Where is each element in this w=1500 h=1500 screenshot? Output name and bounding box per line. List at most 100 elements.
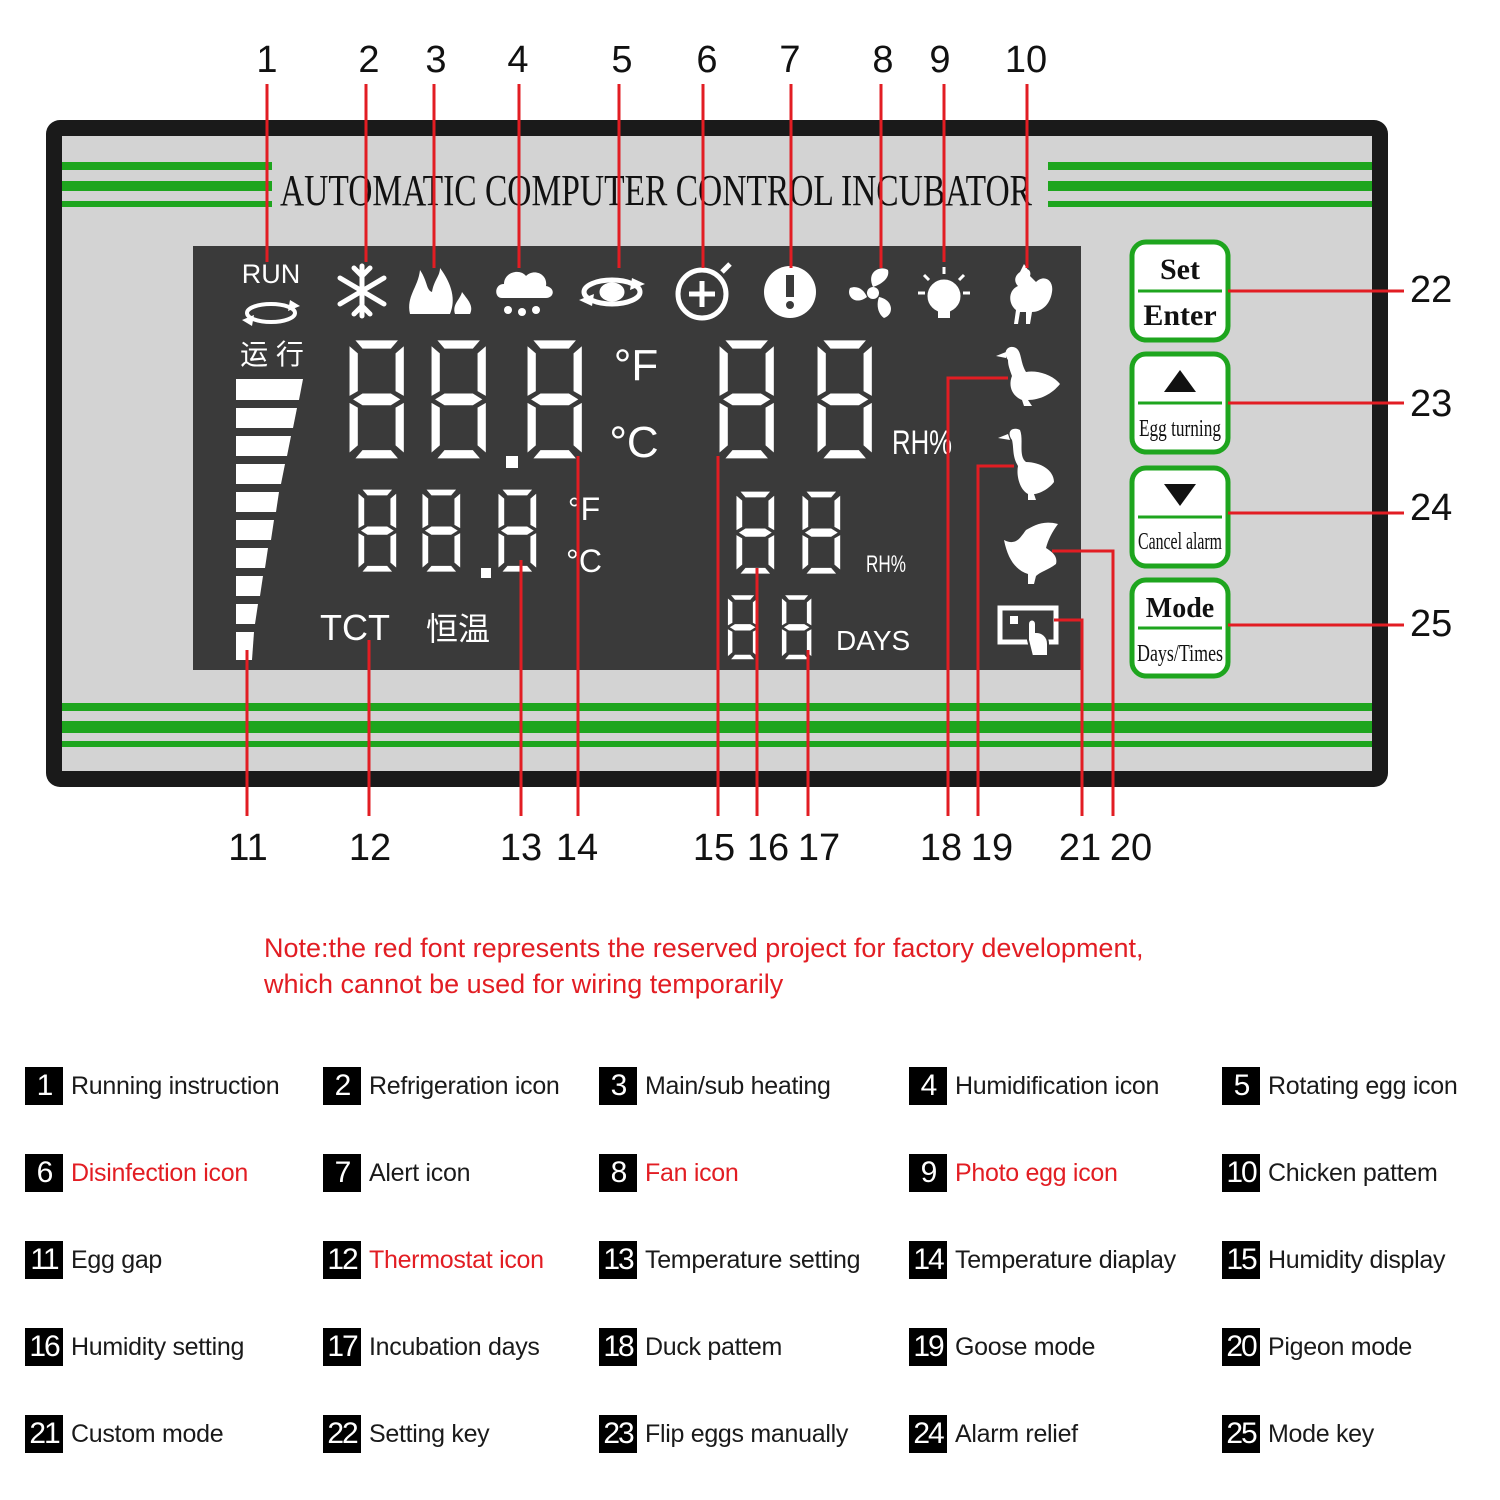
snowflake-icon (337, 263, 387, 319)
egg-rotation-icon (579, 277, 645, 307)
note-line-2: which cannot be used for wiring temporar… (264, 969, 784, 999)
legend-item-2: 2 Refrigeration icon (323, 1066, 560, 1106)
plus-circle-icon (675, 262, 732, 321)
legend-number: 19 (909, 1328, 947, 1366)
legend-item-18: 18 Duck pattem (599, 1327, 782, 1367)
legend-item-21: 21 Custom mode (25, 1414, 224, 1454)
legend-number: 25 (1222, 1415, 1260, 1453)
legend: 1 Running instruction 2 Refrigeration icon 3… (25, 1066, 1500, 1486)
temperature-setting-display (358, 489, 537, 578)
legend-label: Humidification icon (955, 1071, 1160, 1100)
days-times-label: Days/Times (1137, 641, 1223, 667)
set-enter-button[interactable]: Set Enter (1129, 239, 1231, 343)
legend-number: 8 (599, 1154, 637, 1192)
legend-item-23: 23 Flip eggs manually (599, 1414, 848, 1454)
run-cn-label: 运 行 (240, 339, 304, 370)
lamp-icon (918, 267, 970, 318)
rooster-icon (1010, 264, 1053, 324)
rotate-arrows-icon (242, 300, 300, 326)
legend-label: Main/sub heating (645, 1071, 831, 1100)
callout-11: 11 (228, 827, 267, 869)
flame-icon (409, 268, 472, 314)
note-line-1: Note:the red font represents the reserve… (264, 933, 1144, 963)
legend-label: Incubation days (369, 1332, 540, 1361)
legend-number: 15 (1222, 1241, 1260, 1279)
callout-18: 18 (920, 827, 962, 869)
legend-number: 23 (599, 1415, 637, 1453)
callout-8: 8 (872, 39, 893, 81)
legend-number: 24 (909, 1415, 947, 1453)
run-label: RUN (242, 259, 301, 289)
legend-label: Temperature setting (645, 1245, 861, 1274)
fan-icon (849, 268, 891, 318)
callout-12: 12 (349, 827, 391, 869)
legend-item-3: 3 Main/sub heating (599, 1066, 831, 1106)
legend-label: Refrigeration icon (369, 1071, 560, 1100)
pigeon-icon (1004, 522, 1058, 584)
legend-label: Duck pattem (645, 1332, 783, 1361)
legend-label: Rotating egg icon (1268, 1071, 1458, 1100)
legend-item-8: 8 Fan icon (599, 1153, 739, 1193)
legend-item-25: 25 Mode key (1222, 1414, 1374, 1454)
mode-button[interactable]: Mode Days/Times (1129, 577, 1231, 679)
legend-number: 11 (25, 1241, 63, 1279)
callout-17: 17 (798, 827, 840, 869)
duck-icon (996, 346, 1060, 406)
legend-label: Setting key (369, 1419, 490, 1448)
legend-item-11: 11 Egg gap (25, 1240, 162, 1280)
callout-lines (245, 84, 1404, 816)
cancel-alarm-label: Cancel alarm (1138, 529, 1222, 555)
legend-label: Mode key (1268, 1419, 1374, 1448)
legend-number: 20 (1222, 1328, 1260, 1366)
days-label: DAYS (836, 625, 910, 656)
legend-label: Humidity setting (71, 1332, 245, 1361)
callout-6: 6 (696, 39, 717, 81)
lcd-screen (193, 246, 1081, 670)
callout-19: 19 (971, 827, 1013, 869)
humidity-setting-unit: RH% (866, 551, 906, 578)
cancel-alarm-button[interactable]: Cancel alarm (1129, 465, 1231, 569)
callout-25: 25 (1410, 603, 1452, 645)
incubator-panel-diagram: AUTOMATIC COMPUTER CONTROL INCUBATOR RUN… (46, 39, 1452, 869)
legend-label: Humidity display (1268, 1245, 1446, 1274)
note: Note:the red font represents the reserve… (264, 930, 1364, 1002)
legend-label: Flip eggs manually (645, 1419, 849, 1448)
legend-number: 21 (25, 1415, 63, 1453)
top-stripes (62, 162, 1372, 207)
egg-gap-bar (236, 379, 303, 660)
callout-numbers: 1 2 3 4 5 6 7 8 9 10 11 12 13 14 15 16 1… (228, 39, 1452, 869)
legend-label: Temperature diaplay (955, 1245, 1176, 1274)
callout-21: 21 (1059, 827, 1101, 869)
set-temp-unit-c: °C (566, 543, 602, 579)
legend-number: 12 (323, 1241, 361, 1279)
set-temp-unit-f: °F (568, 491, 600, 527)
legend-number: 6 (25, 1154, 63, 1192)
legend-label: Fan icon (645, 1158, 739, 1187)
legend-number: 13 (599, 1241, 637, 1279)
egg-turning-button[interactable]: Egg turning (1129, 351, 1231, 455)
legend-label: Custom mode (71, 1419, 224, 1448)
legend-number: 5 (1222, 1067, 1260, 1105)
legend-label: Running instruction (71, 1071, 280, 1100)
callout-10: 10 (1005, 39, 1047, 81)
legend-number: 1 (25, 1067, 63, 1105)
callout-13: 13 (500, 827, 542, 869)
callout-5: 5 (611, 39, 632, 81)
legend-number: 7 (323, 1154, 361, 1192)
legend-label: Egg gap (71, 1245, 163, 1274)
callout-7: 7 (779, 39, 800, 81)
up-arrow-icon (1164, 370, 1196, 392)
legend-number: 2 (323, 1067, 361, 1105)
legend-number: 3 (599, 1067, 637, 1105)
legend-number: 18 (599, 1328, 637, 1366)
legend-item-1: 1 Running instruction (25, 1066, 280, 1106)
legend-number: 22 (323, 1415, 361, 1453)
legend-item-22: 22 Setting key (323, 1414, 490, 1454)
